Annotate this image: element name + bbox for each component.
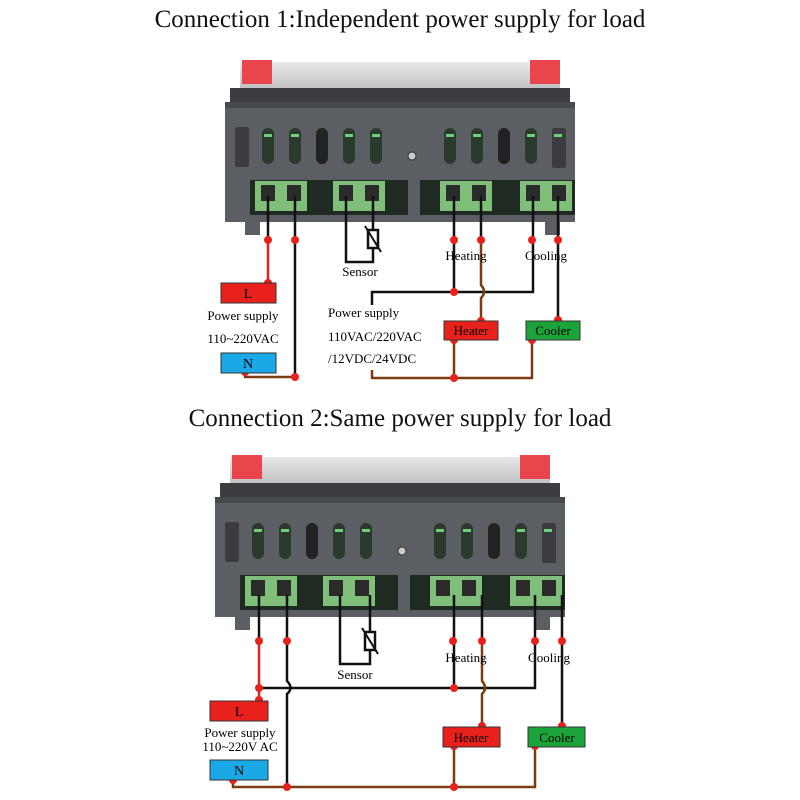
neutral-terminal-1	[220, 352, 277, 374]
heater-label-2: Heater	[454, 730, 489, 745]
cooler-box-1	[525, 320, 581, 341]
connection-1-title: Connection 1:Independent power supply fo…	[154, 6, 646, 33]
cooler-label-2: Cooler	[539, 730, 575, 745]
controller-device-2	[214, 454, 566, 631]
heater-box-2	[442, 726, 501, 748]
power-supply-value-2: 110~220V AC	[202, 739, 277, 754]
heating-label-2: Heating	[445, 650, 487, 665]
connection-2-title: Connection 2:Same power supply for load	[188, 405, 612, 432]
nodes-2	[229, 637, 566, 791]
neutral-terminal-2	[209, 759, 269, 781]
power-supply-label-2: Power supply	[204, 725, 276, 740]
cooling-label-1: Cooling	[525, 248, 567, 263]
controller-device-1	[224, 59, 576, 236]
wiring-1	[243, 196, 560, 380]
live-label-1: L	[244, 287, 253, 302]
cooling-label-2: Cooling	[528, 650, 570, 665]
load-power-supply-line1: 110VAC/220VAC	[328, 329, 422, 344]
cooler-label-1: Cooler	[535, 323, 571, 338]
neutral-label-1: N	[243, 357, 253, 372]
live-terminal-1	[220, 282, 277, 304]
neutral-label-2: N	[234, 764, 244, 779]
heater-box-1	[443, 320, 499, 341]
heater-label-1: Heater	[454, 323, 489, 338]
load-power-supply-line2: /12VDC/24VDC	[328, 351, 416, 366]
power-supply-label-1: Power supply	[207, 308, 279, 323]
sensor-label-1: Sensor	[342, 264, 378, 279]
cooler-box-2	[527, 726, 586, 748]
power-supply-value-1: 110~220VAC	[207, 331, 278, 346]
heating-label-1: Heating	[445, 248, 487, 263]
wiring-2	[231, 595, 564, 789]
live-label-2: L	[235, 705, 244, 720]
live-terminal-2	[209, 700, 269, 722]
sensor-label-2: Sensor	[337, 667, 373, 682]
load-power-supply-label: Power supply	[328, 305, 400, 320]
